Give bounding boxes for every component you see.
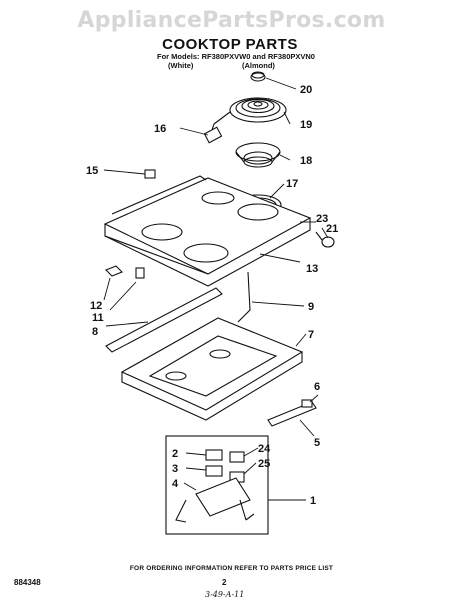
callout-16: 16 bbox=[154, 123, 166, 135]
part-bracket bbox=[267, 401, 317, 427]
page-number: 2 bbox=[222, 578, 227, 587]
callout-5: 5 bbox=[314, 437, 320, 449]
callout-7: 7 bbox=[308, 329, 314, 341]
callout-13: 13 bbox=[306, 263, 318, 275]
document-number: 884348 bbox=[14, 578, 41, 587]
part-hinge bbox=[105, 265, 123, 277]
callout-17: 17 bbox=[286, 178, 298, 190]
callout-21: 21 bbox=[326, 223, 338, 235]
callout-15: 15 bbox=[86, 165, 98, 177]
part-clip bbox=[144, 169, 156, 179]
part-drip-pan bbox=[235, 142, 281, 168]
callout-18: 18 bbox=[300, 155, 312, 167]
callout-19: 19 bbox=[300, 119, 312, 131]
part-terminal-block bbox=[203, 123, 223, 144]
callout-2: 2 bbox=[172, 448, 178, 460]
callout-4: 4 bbox=[172, 478, 179, 490]
callout-3: 3 bbox=[172, 463, 178, 475]
part-cooktop bbox=[103, 175, 312, 287]
callout-23: 23 bbox=[316, 213, 328, 225]
callout-20: 20 bbox=[300, 84, 312, 96]
callout-9: 9 bbox=[308, 301, 314, 313]
callout-24: 24 bbox=[258, 443, 271, 455]
page-title: COOKTOP PARTS bbox=[162, 36, 298, 53]
callout-25: 25 bbox=[258, 458, 270, 470]
watermark-text: AppliancePartsPros.com bbox=[77, 8, 386, 33]
part-surface-element bbox=[213, 97, 287, 125]
handwritten-note: 3-49-A-11 bbox=[205, 590, 245, 599]
callout-12: 12 bbox=[90, 300, 102, 312]
part-burner-box bbox=[120, 317, 304, 421]
callout-8: 8 bbox=[92, 326, 98, 338]
ordering-note: FOR ORDERING INFORMATION REFER TO PARTS … bbox=[129, 565, 334, 572]
part-spring bbox=[135, 267, 145, 279]
finish-white-label: (White) bbox=[168, 61, 194, 70]
finish-almond-label: (Almond) bbox=[242, 61, 275, 70]
part-control-knob bbox=[315, 231, 335, 248]
part-support-rod bbox=[237, 271, 251, 323]
callout-6: 6 bbox=[314, 381, 320, 393]
part-front-panel bbox=[105, 287, 223, 353]
part-knob-cap bbox=[250, 71, 266, 82]
callout-1: 1 bbox=[310, 495, 316, 507]
model-list: For Models: RF380PXVW0 and RF380PXVN0 bbox=[157, 52, 315, 61]
leader-lines bbox=[103, 77, 329, 501]
part-small-clip bbox=[301, 399, 313, 408]
callout-11: 11 bbox=[92, 312, 104, 324]
